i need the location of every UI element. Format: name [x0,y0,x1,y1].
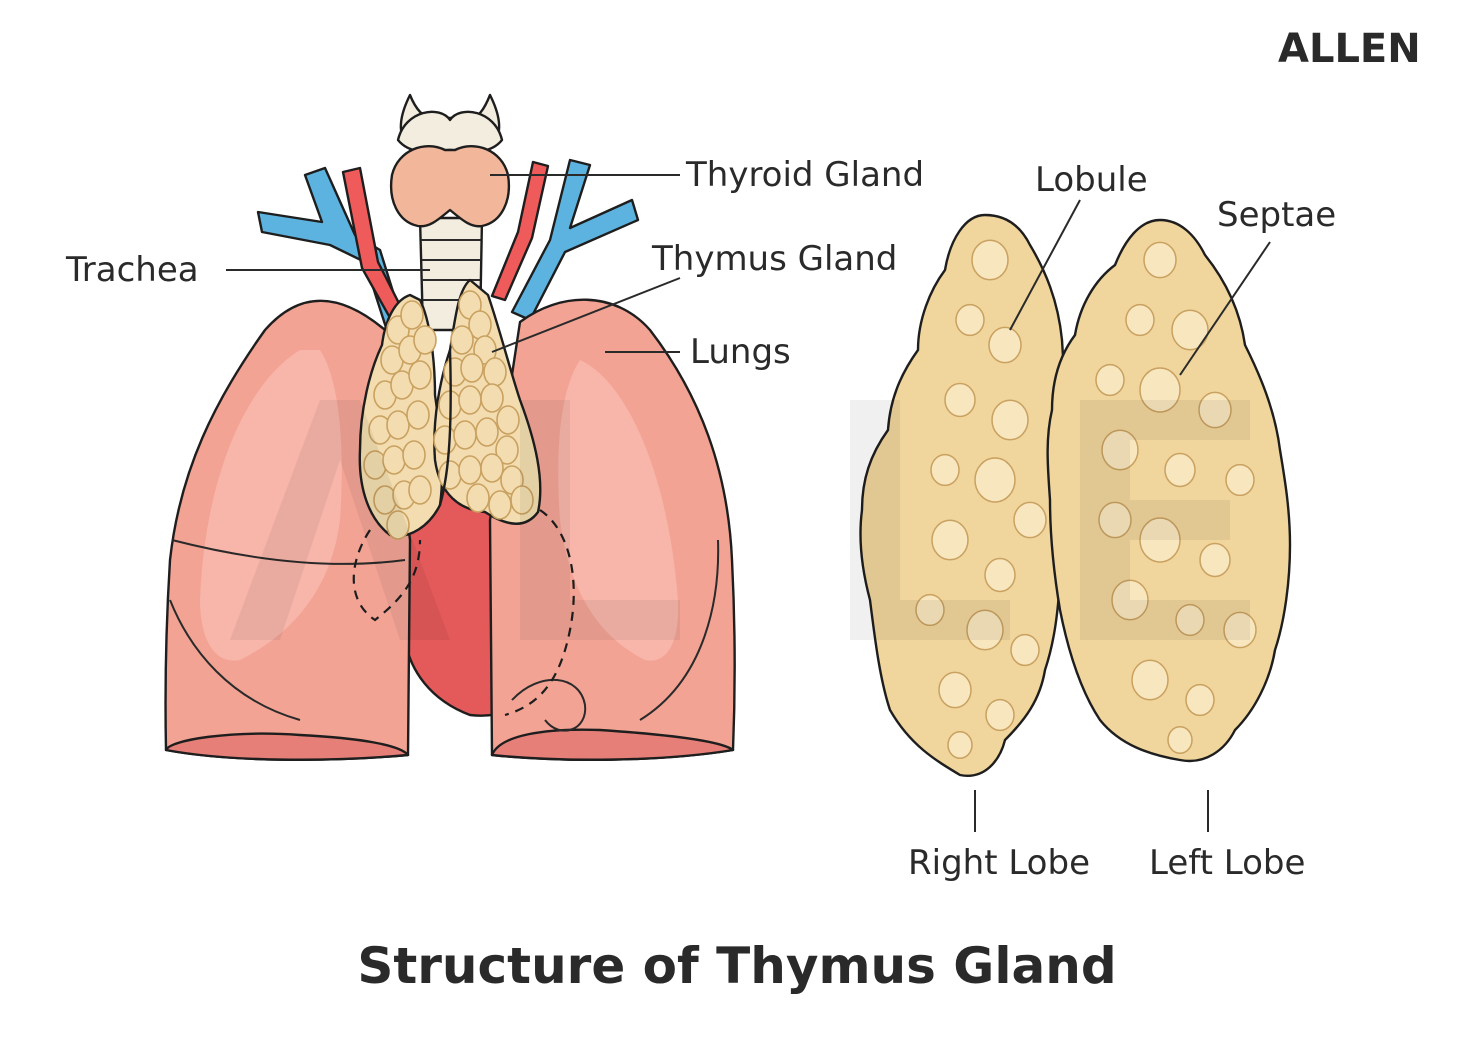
lobule [408,475,432,505]
diagram-title: Structure of Thymus Gland [357,937,1116,995]
left-lung [488,298,736,761]
label-septae: Septae [1217,195,1336,235]
lobule [1225,463,1255,497]
thymus-lobules [363,290,534,540]
labels: Thyroid Gland Trachea Thymus Gland Lungs… [65,155,1336,883]
lobule [984,557,1016,593]
lobule [966,609,1004,651]
watermark [230,400,1250,640]
lobule [1139,517,1181,563]
right-vein [510,158,640,322]
lobule [931,519,969,561]
label-thyroid-gland: Thyroid Gland [685,155,924,195]
septae-leader [1179,241,1271,376]
lobule [974,457,1016,503]
lobule [453,420,477,450]
lobule [460,353,484,383]
label-right-lobe: Right Lobe [908,843,1090,883]
lobule [1143,241,1177,279]
right-artery [490,160,550,302]
lobule [1164,452,1196,488]
lobule [971,239,1009,281]
lobule [1010,633,1040,667]
lobe-lobules [915,239,1257,759]
lobule [1095,363,1125,397]
lobule [386,510,410,540]
thymus-gland [358,278,542,540]
thyroid-gland [389,93,511,228]
label-left-lobe: Left Lobe [1149,843,1305,883]
lobule [1198,391,1232,429]
lobule [480,383,504,413]
lobule [382,445,406,475]
lobule-leader [1009,199,1081,331]
lobule [985,698,1015,732]
lobule [1199,542,1231,578]
lobule [1131,659,1169,701]
lobule [944,382,976,418]
lobule [458,385,482,415]
right-lung [164,299,412,761]
lobule [438,460,462,490]
lobule [402,440,426,470]
lobule [955,303,985,337]
lobule [930,453,960,487]
lobule [1175,603,1205,637]
lobule [1185,683,1215,717]
label-lungs: Lungs [690,332,791,372]
lobule [1098,501,1132,539]
label-lobule: Lobule [1035,160,1148,200]
label-thymus-gland: Thymus Gland [651,239,897,279]
lobule [1101,429,1139,471]
brand-logo: ALLEN [1278,26,1421,72]
label-trachea: Trachea [65,250,199,290]
heart-outline-dashed [352,509,575,717]
lobule [458,455,482,485]
lobule [1167,726,1193,754]
lobule [1125,303,1155,337]
lobule [466,483,490,513]
lobule [495,435,519,465]
lobule [1111,579,1149,621]
thymus-lobes-illustration [859,213,1292,777]
lobule [1223,611,1257,649]
lobule [475,417,499,447]
lobule [483,357,507,387]
lobule [480,453,504,483]
lobule [413,325,437,355]
lobule [947,731,973,759]
lobule [510,485,534,515]
lobule [1171,309,1209,351]
lobule [408,360,432,390]
lobule [400,300,424,330]
lobule [1139,367,1181,413]
lobule [386,410,410,440]
lobule [488,490,512,520]
lobule [406,400,430,430]
lobule [938,671,972,709]
lobule [496,405,520,435]
lobule [988,326,1022,364]
lobule [1013,501,1047,539]
lobule [450,325,474,355]
lobule [915,593,945,627]
thymus-leader [491,277,681,353]
chest-illustration [164,93,736,761]
lobule [991,399,1029,441]
lobule [433,425,457,455]
